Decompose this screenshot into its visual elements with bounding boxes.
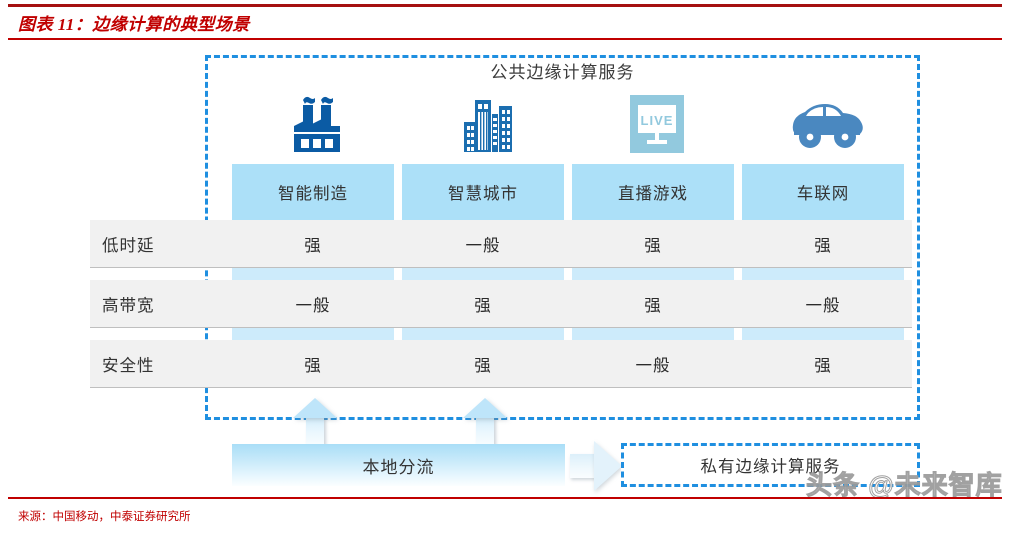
cell-low-latency-iov: 强 (814, 237, 832, 255)
scenario-column-headers: 智能制造 智慧城市 直播游戏 车联网 (232, 164, 912, 220)
cell-high-bandwidth-live-gaming: 强 (644, 297, 662, 315)
table-row: 安全性 强 强 一般 强 (90, 340, 912, 388)
city-buildings-icon (402, 88, 572, 160)
table-row: 低时延 强 一般 强 强 (90, 220, 912, 268)
top-rule (8, 4, 1002, 7)
cell-high-bandwidth-smart-city: 强 (474, 297, 492, 315)
watermark: 头条 @未来智库 (806, 470, 1003, 501)
table-row: 高带宽 一般 强 强 一般 (90, 280, 912, 328)
up-arrow-right (463, 398, 507, 444)
private-edge-service-box: 私有边缘计算服务 (621, 443, 920, 487)
scenario-icon-row: LIVE (232, 88, 912, 160)
cell-low-latency-smart-manufacturing: 强 (304, 237, 322, 255)
column-header-iov: 车联网 (742, 164, 904, 220)
row-label-low-latency: 低时延 (102, 237, 155, 255)
cell-high-bandwidth-smart-manufacturing: 一般 (295, 297, 331, 315)
cell-low-latency-live-gaming: 强 (644, 237, 662, 255)
title-underline (8, 38, 1002, 40)
live-stream-monitor-icon: LIVE (572, 88, 742, 160)
cell-security-live-gaming: 一般 (635, 357, 671, 375)
up-arrow-left (293, 398, 337, 444)
right-arrow-icon (570, 441, 628, 491)
cell-security-iov: 强 (814, 357, 832, 375)
bottom-rule (8, 497, 1002, 499)
row-label-security: 安全性 (102, 357, 155, 375)
cell-security-smart-city: 强 (474, 357, 492, 375)
column-header-smart-city: 智慧城市 (402, 164, 564, 220)
requirements-table: 低时延 强 一般 强 强 高带宽 一般 强 强 一般 安全性 强 强 一般 强 (90, 220, 912, 388)
car-icon (742, 88, 912, 160)
figure-title: 图表 11：边缘计算的典型场景 (18, 15, 250, 34)
cell-low-latency-smart-city: 一般 (465, 237, 501, 255)
column-header-smart-manufacturing: 智能制造 (232, 164, 394, 220)
row-label-high-bandwidth: 高带宽 (102, 297, 155, 315)
svg-text:LIVE: LIVE (641, 113, 674, 128)
local-offload-box: 本地分流 (232, 444, 565, 486)
cell-high-bandwidth-iov: 一般 (805, 297, 841, 315)
source-note: 来源：中国移动，中泰证券研究所 (18, 511, 191, 523)
public-edge-service-title: 公共边缘计算服务 (490, 63, 635, 82)
factory-icon (232, 88, 402, 160)
cell-security-smart-manufacturing: 强 (304, 357, 322, 375)
column-header-live-gaming: 直播游戏 (572, 164, 734, 220)
